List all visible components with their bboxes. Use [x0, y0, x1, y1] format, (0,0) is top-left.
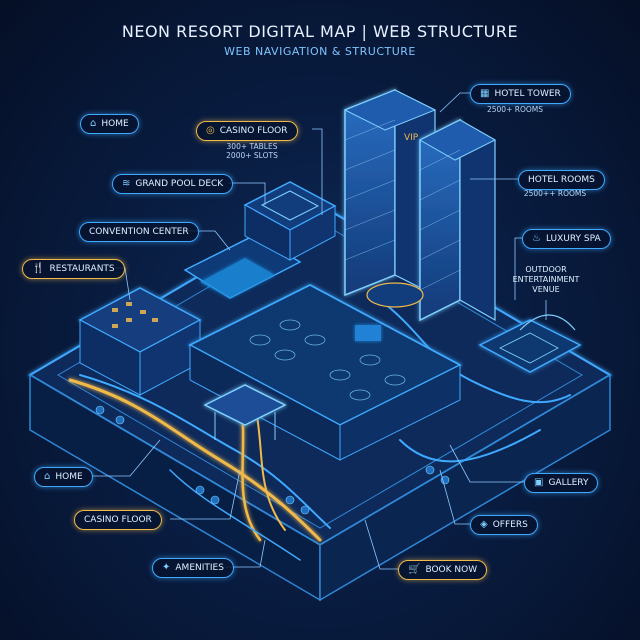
casino-chip-icon: ◎ — [206, 125, 215, 136]
casino-stats: 300+ TABLES 2000+ SLOTS — [226, 142, 278, 160]
home-bottom-link[interactable]: ⌂ HOME — [34, 467, 93, 487]
outdoor-venue-label[interactable]: OUTDOOR ENTERTAINMENT VENUE — [512, 265, 580, 294]
convention-center-link[interactable]: CONVENTION CENTER — [79, 222, 199, 242]
restaurants-building — [78, 287, 202, 396]
amenities-link[interactable]: ✦ AMENITIES — [152, 558, 234, 578]
tower-sign: VIP — [404, 133, 419, 143]
image-icon: ▣ — [534, 477, 544, 488]
casino-floor-bottom-link[interactable]: CASINO FLOOR — [74, 510, 162, 530]
hotel-rooms-link[interactable]: HOTEL ROOMS — [518, 170, 605, 190]
hotel-towers — [343, 88, 497, 322]
page-title: NEON RESORT DIGITAL MAP | WEB STRUCTURE — [121, 22, 519, 41]
building-icon: ▦ — [480, 88, 490, 99]
outdoor-venue — [478, 314, 582, 373]
leader-lines — [91, 92, 547, 570]
convention-center-building — [243, 181, 337, 261]
fork-knife-icon: 🍴 — [32, 263, 45, 274]
offers-link[interactable]: ◈ OFFERS — [470, 515, 538, 535]
casino-floor-top-link[interactable]: ◎ CASINO FLOOR — [196, 121, 298, 141]
home-top-link[interactable]: ⌂ HOME — [80, 114, 139, 134]
amenities-icon: ✦ — [162, 562, 171, 573]
book-now-button[interactable]: 🛒 BOOK NOW — [398, 560, 488, 580]
luxury-spa-link[interactable]: ♨ LUXURY SPA — [522, 229, 611, 249]
grand-pool-deck-link[interactable]: ≋ GRAND POOL DECK — [112, 174, 234, 194]
spa-icon: ♨ — [532, 233, 541, 244]
home-icon: ⌂ — [44, 471, 51, 482]
pool-icon: ≋ — [122, 178, 131, 189]
restaurants-link[interactable]: 🍴 RESTAURANTS — [22, 259, 125, 279]
cart-icon: 🛒 — [408, 564, 421, 575]
hotel-rooms-count: 2500++ ROOMS — [523, 189, 587, 198]
pool-deck — [183, 234, 302, 299]
page-subtitle: WEB NAVIGATION & STRUCTURE — [224, 45, 416, 58]
entrance-canopy — [203, 384, 287, 440]
tag-icon: ◈ — [480, 519, 488, 530]
hotel-tower-rooms: 2500+ ROOMS — [486, 105, 543, 114]
gallery-link[interactable]: ▣ GALLERY — [524, 473, 599, 493]
home-icon: ⌂ — [90, 118, 97, 129]
hotel-tower-link[interactable]: ▦ HOTEL TOWER — [470, 84, 571, 104]
roads — [68, 299, 571, 561]
